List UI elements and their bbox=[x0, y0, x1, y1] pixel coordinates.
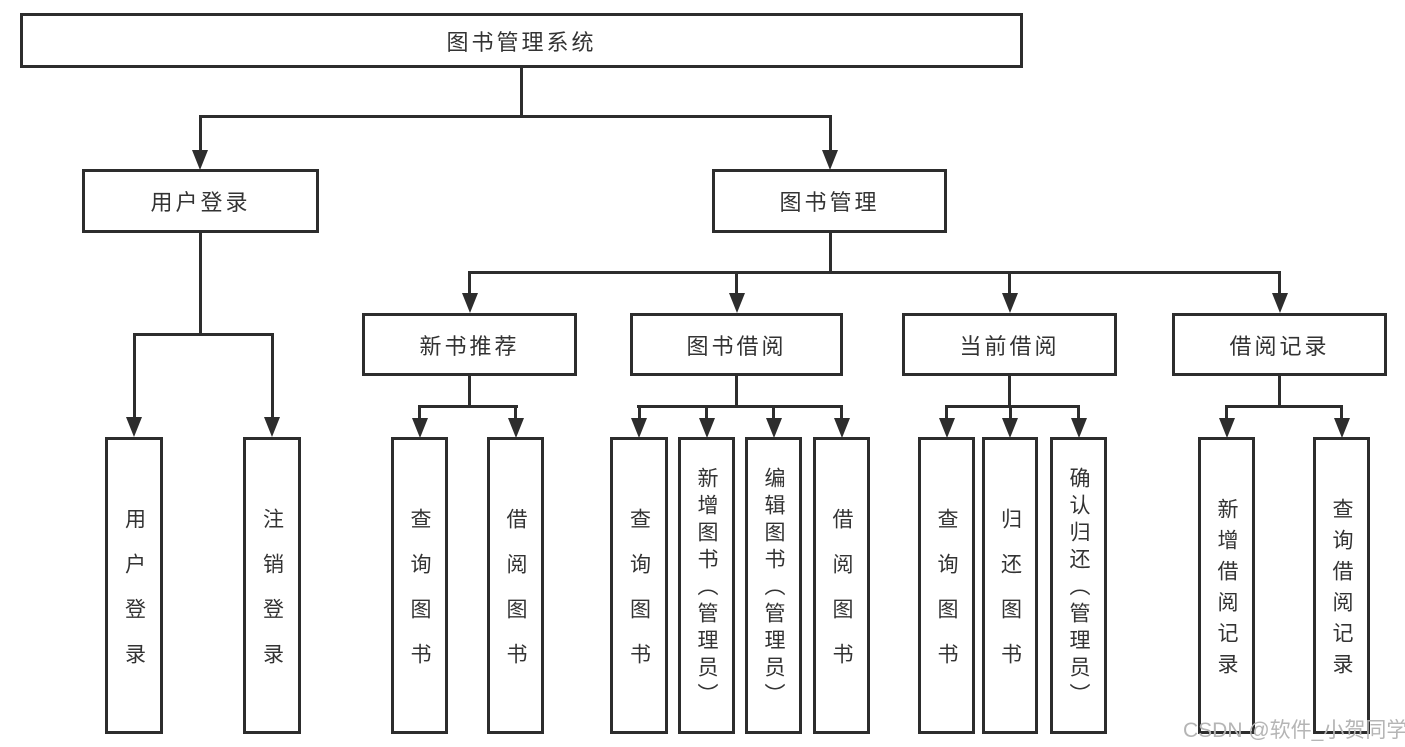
node-borrow-records-label: 借阅记录 bbox=[1229, 333, 1330, 359]
leaf-query-books-recommend-label: 查询图书 bbox=[408, 507, 431, 688]
leaf-add-borrow-record-label: 新增借阅记录 bbox=[1215, 497, 1238, 684]
connector-line bbox=[468, 376, 471, 408]
arrow-down-icon bbox=[1002, 293, 1018, 313]
connector-line bbox=[735, 376, 738, 408]
arrow-down-icon bbox=[1071, 418, 1087, 438]
leaf-edit-books-admin-label: 编辑图书（管理员） bbox=[762, 467, 785, 710]
connector-line bbox=[772, 405, 775, 419]
leaf-add-books-admin-label: 新增图书（管理员） bbox=[695, 467, 718, 710]
node-current-borrow-label: 当前借阅 bbox=[959, 333, 1060, 359]
arrow-down-icon bbox=[192, 150, 208, 170]
leaf-add-books-admin: 新增图书（管理员） bbox=[678, 437, 735, 734]
node-user-login-label: 用户登录 bbox=[150, 190, 251, 215]
connector-line bbox=[829, 115, 832, 151]
connector-line bbox=[271, 333, 274, 418]
leaf-borrow-books: 借阅图书 bbox=[813, 437, 870, 734]
arrow-down-icon bbox=[1272, 293, 1288, 313]
leaf-user-login: 用户登录 bbox=[105, 437, 163, 734]
arrow-down-icon bbox=[1219, 418, 1235, 438]
arrow-down-icon bbox=[508, 418, 524, 438]
connector-line bbox=[418, 405, 421, 419]
arrow-down-icon bbox=[126, 417, 142, 437]
arrow-down-icon bbox=[822, 150, 838, 170]
connector-line bbox=[133, 333, 274, 336]
connector-line bbox=[1278, 271, 1281, 294]
leaf-edit-books-admin: 编辑图书（管理员） bbox=[745, 437, 802, 734]
arrow-down-icon bbox=[939, 418, 955, 438]
connector-line bbox=[418, 405, 518, 408]
connector-line bbox=[945, 405, 948, 419]
leaf-borrow-books-recommend-label: 借阅图书 bbox=[504, 507, 527, 688]
connector-line bbox=[1225, 405, 1343, 408]
node-book-management: 图书管理 bbox=[712, 169, 947, 233]
connector-line bbox=[199, 115, 832, 118]
node-borrow-records: 借阅记录 bbox=[1172, 313, 1387, 376]
leaf-user-login-label: 用户登录 bbox=[122, 507, 146, 688]
connector-line bbox=[1009, 405, 1012, 419]
leaf-logout: 注销登录 bbox=[243, 437, 301, 734]
leaf-query-books-recommend: 查询图书 bbox=[391, 437, 448, 734]
node-new-book-recommend-label: 新书推荐 bbox=[419, 333, 520, 359]
connector-line bbox=[840, 405, 843, 419]
connector-line bbox=[468, 271, 1281, 274]
connector-line bbox=[1077, 405, 1080, 419]
node-root-label: 图书管理系统 bbox=[446, 29, 597, 55]
arrow-down-icon bbox=[631, 418, 647, 438]
connector-line bbox=[945, 405, 1080, 408]
leaf-add-borrow-record: 新增借阅记录 bbox=[1198, 437, 1255, 734]
connector-line bbox=[1340, 405, 1343, 419]
leaf-return-books-label: 归还图书 bbox=[998, 507, 1022, 688]
leaf-borrow-books-label: 借阅图书 bbox=[830, 507, 853, 688]
leaf-query-books-current: 查询图书 bbox=[918, 437, 975, 734]
connector-line bbox=[520, 68, 523, 117]
node-new-book-recommend: 新书推荐 bbox=[362, 313, 577, 376]
arrow-down-icon bbox=[412, 418, 428, 438]
connector-line bbox=[1008, 376, 1011, 408]
arrow-down-icon bbox=[834, 418, 850, 438]
connector-line bbox=[637, 405, 843, 408]
arrow-down-icon bbox=[264, 417, 280, 437]
node-book-management-label: 图书管理 bbox=[779, 190, 880, 215]
csdn-watermark: CSDN @软件_小贺同学 bbox=[1183, 719, 1405, 742]
arrow-down-icon bbox=[699, 418, 715, 438]
arrow-down-icon bbox=[1002, 418, 1018, 438]
connector-line bbox=[133, 333, 136, 418]
connector-line bbox=[1225, 405, 1228, 419]
leaf-query-borrow-record: 查询借阅记录 bbox=[1313, 437, 1370, 734]
connector-line bbox=[199, 115, 202, 151]
arrow-down-icon bbox=[729, 293, 745, 313]
leaf-query-books-borrow-label: 查询图书 bbox=[627, 507, 651, 688]
arrow-down-icon bbox=[766, 418, 782, 438]
node-book-borrow: 图书借阅 bbox=[630, 313, 843, 376]
leaf-query-books-current-label: 查询图书 bbox=[935, 507, 958, 688]
connector-line bbox=[468, 271, 471, 294]
connector-line bbox=[735, 271, 738, 294]
node-book-borrow-label: 图书借阅 bbox=[686, 333, 787, 359]
connector-line bbox=[638, 405, 641, 419]
leaf-confirm-return-admin-label: 确认归还（管理员） bbox=[1067, 467, 1090, 710]
connector-line bbox=[1278, 376, 1281, 408]
connector-line bbox=[1008, 271, 1011, 294]
connector-line bbox=[199, 233, 202, 336]
leaf-return-books: 归还图书 bbox=[982, 437, 1038, 734]
connector-line bbox=[705, 405, 708, 419]
leaf-logout-label: 注销登录 bbox=[260, 507, 284, 688]
node-root: 图书管理系统 bbox=[20, 13, 1023, 68]
arrow-down-icon bbox=[462, 293, 478, 313]
node-user-login: 用户登录 bbox=[82, 169, 319, 233]
leaf-borrow-books-recommend: 借阅图书 bbox=[487, 437, 544, 734]
leaf-query-borrow-record-label: 查询借阅记录 bbox=[1330, 497, 1353, 684]
node-current-borrow: 当前借阅 bbox=[902, 313, 1117, 376]
arrow-down-icon bbox=[1334, 418, 1350, 438]
leaf-query-books-borrow: 查询图书 bbox=[610, 437, 668, 734]
connector-line bbox=[829, 233, 832, 274]
leaf-confirm-return-admin: 确认归还（管理员） bbox=[1050, 437, 1107, 734]
connector-line bbox=[514, 405, 517, 419]
